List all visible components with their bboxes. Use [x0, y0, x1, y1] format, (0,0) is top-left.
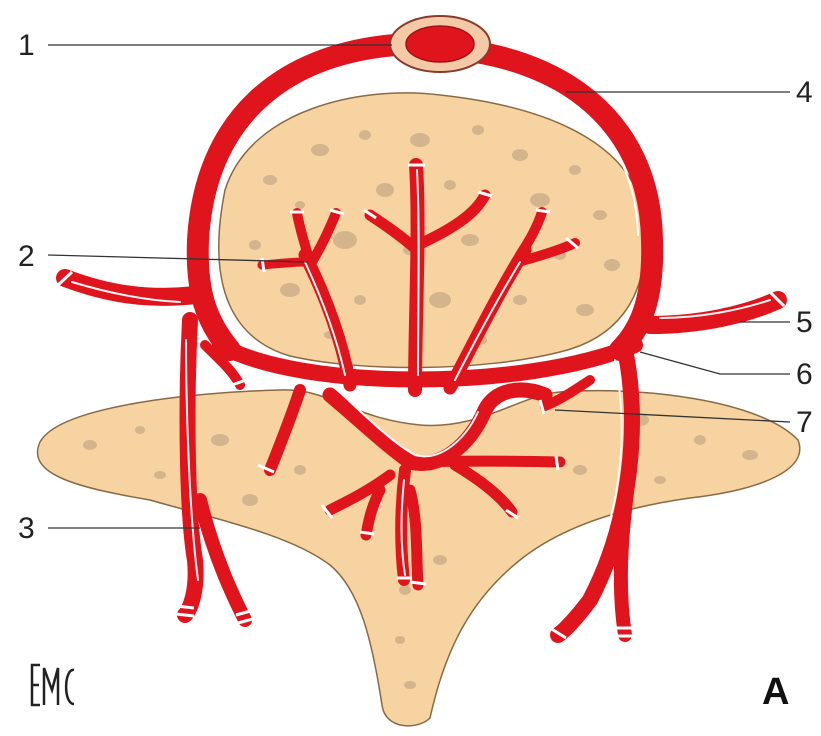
callout-3: 3 [18, 512, 35, 545]
posterior-branch-2 [410, 461, 560, 462]
callout-1: 1 [18, 29, 35, 62]
callout-2: 2 [18, 240, 35, 273]
leader-6 [640, 352, 790, 374]
panel-letter: A [762, 671, 789, 713]
nutrient-artery-left-c [262, 262, 305, 265]
callout-4: 4 [796, 76, 813, 109]
lateral-branch-left [65, 278, 195, 297]
vertebral-body [219, 93, 646, 368]
callout-5: 5 [796, 306, 813, 339]
aorta [390, 16, 490, 72]
emc-logo [32, 665, 74, 705]
callout-7: 7 [796, 406, 813, 439]
callout-6: 6 [796, 358, 813, 391]
dorsal-branch-right-2 [621, 470, 630, 635]
